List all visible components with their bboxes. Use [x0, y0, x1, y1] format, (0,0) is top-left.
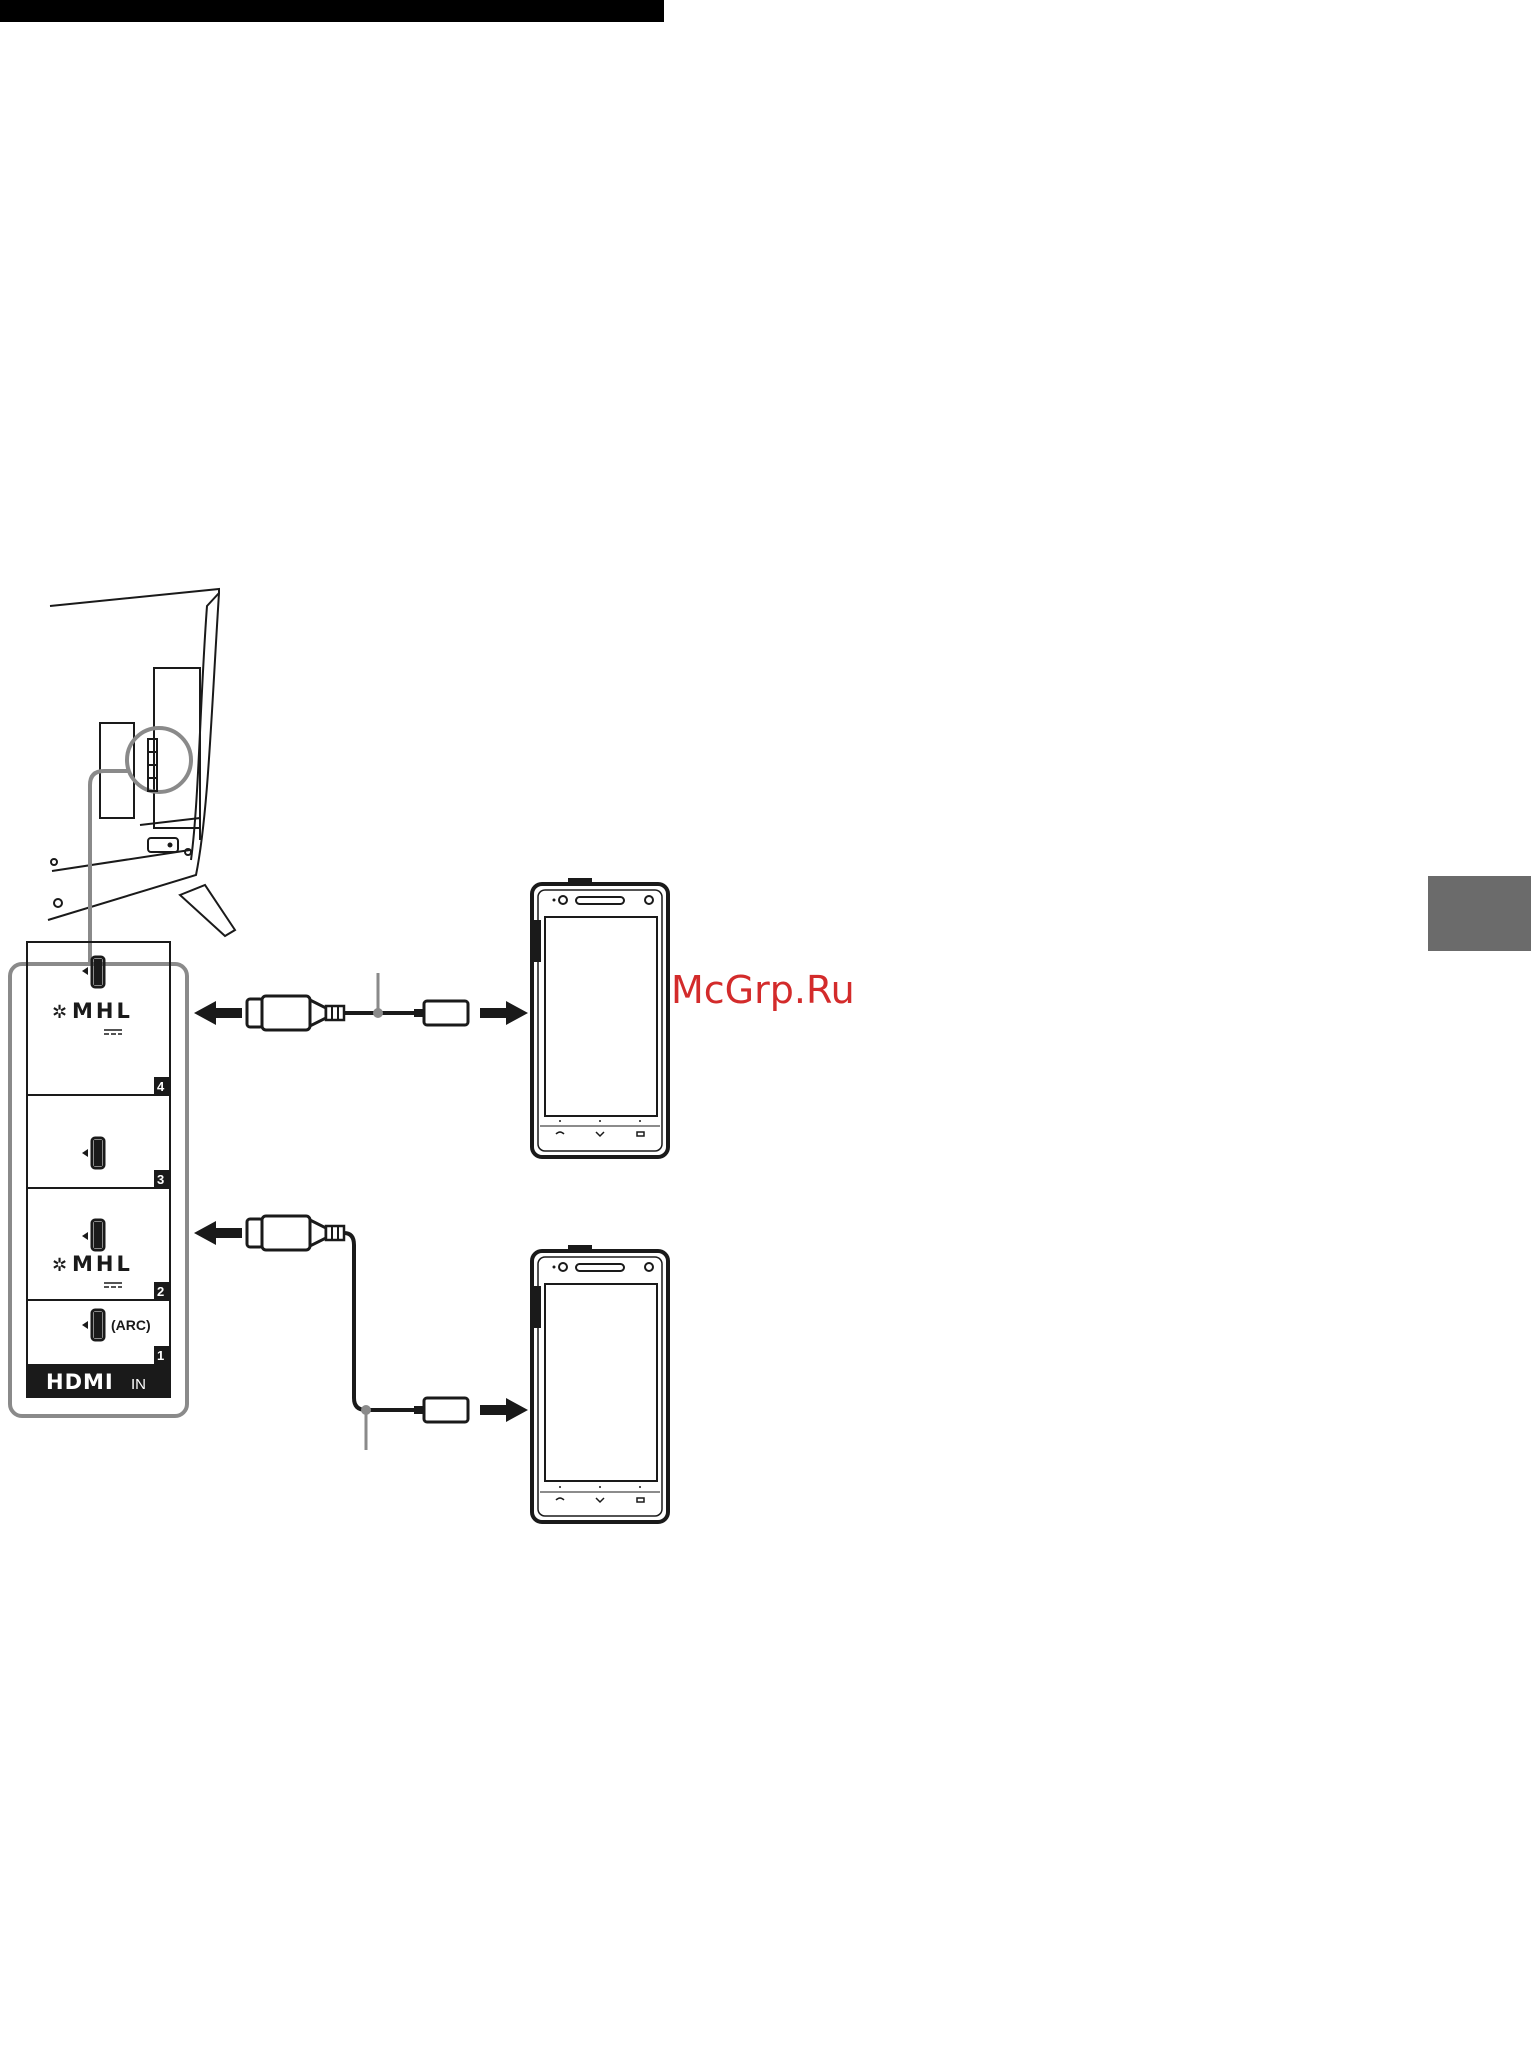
arrow-to-tv-icon	[194, 1221, 242, 1245]
section-tab	[1428, 876, 1531, 951]
mhl-cable-top	[194, 973, 528, 1030]
port-2-number: 2	[157, 1284, 164, 1299]
port-3-number: 3	[157, 1172, 164, 1187]
hdmi-in-label: IN	[131, 1376, 146, 1393]
header-bar	[0, 0, 664, 22]
arrow-to-phone-icon	[480, 1001, 528, 1025]
zoom-callout	[90, 728, 191, 962]
watermark-text: McGrp.Ru	[671, 968, 855, 1012]
cable-callout-line	[361, 1405, 371, 1450]
smartphone-top	[532, 878, 670, 1157]
port-4-number: 4	[157, 1079, 165, 1094]
hdmi-logo: HDMI	[46, 1370, 114, 1394]
port-1-number: 1	[157, 1348, 164, 1363]
port-2-mhl-label: MHL	[72, 1252, 133, 1276]
mhl-cable-bottom	[194, 1216, 528, 1450]
smartphone-bottom	[532, 1245, 670, 1522]
port-4-mhl-label: MHL	[72, 999, 133, 1023]
cable-callout-line	[373, 973, 383, 1018]
arrow-to-phone-icon	[480, 1398, 528, 1422]
arrow-to-tv-icon	[194, 1001, 242, 1025]
mhl-star-icon: ✲	[52, 1255, 67, 1276]
phone-screen	[545, 1284, 657, 1481]
port-1-arc-label: (ARC)	[111, 1317, 151, 1333]
tv-port-column	[148, 739, 157, 791]
tv-rear-illustration	[48, 589, 235, 936]
phone-screen	[545, 917, 657, 1116]
mhl-star-icon: ✲	[52, 1002, 67, 1023]
hdmi-panel: ✲ MHL 4 3 ✲ MHL	[10, 942, 187, 1416]
